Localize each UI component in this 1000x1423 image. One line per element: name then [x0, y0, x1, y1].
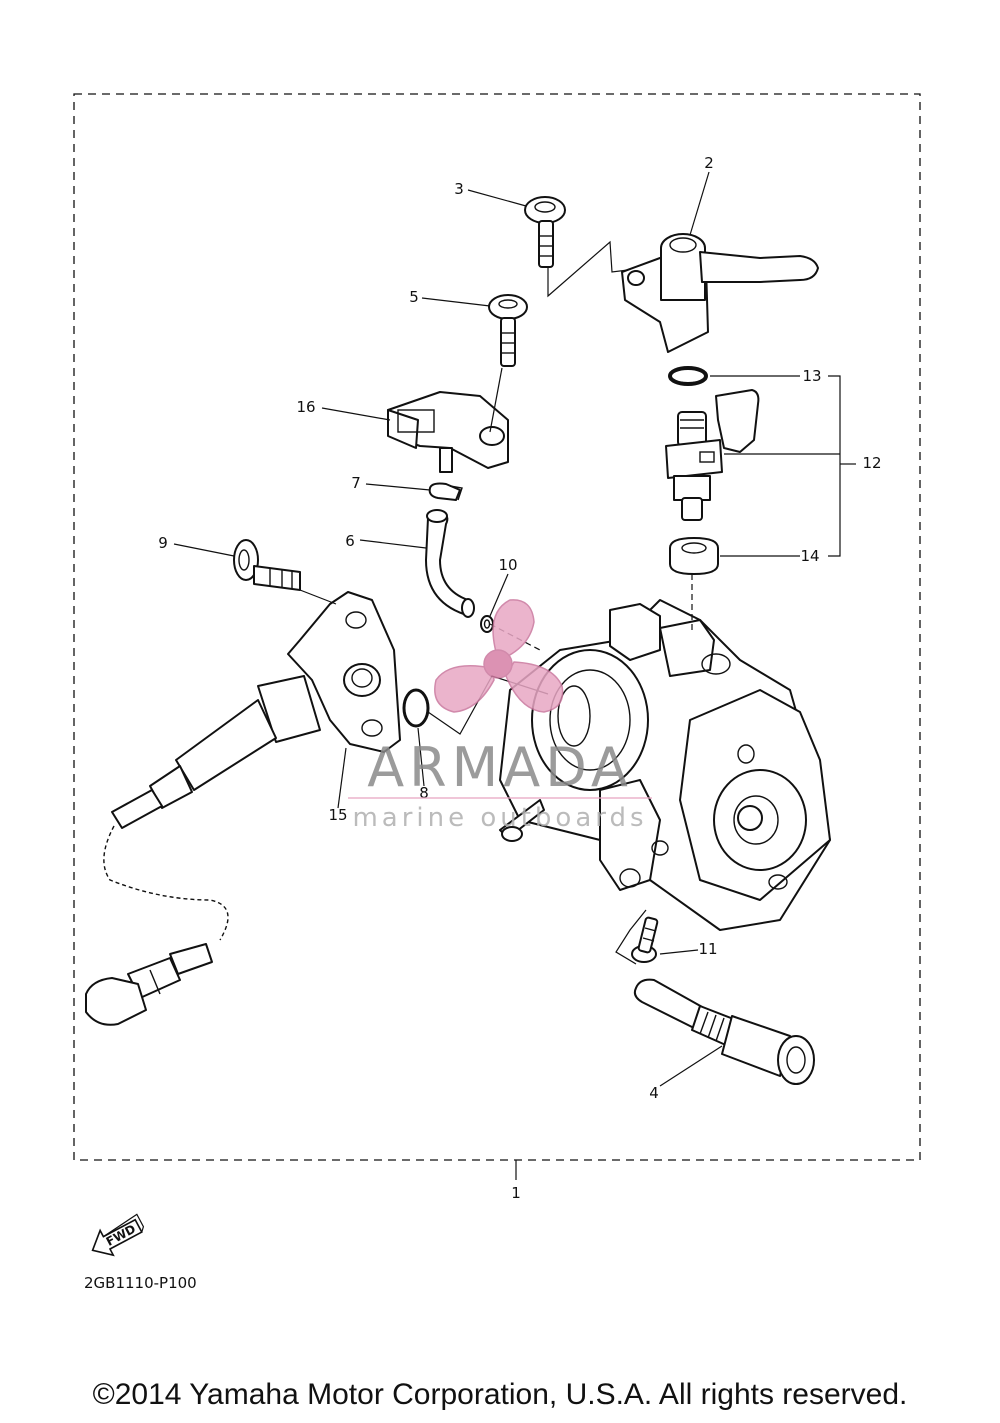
- diagram-code: 2GB1110-P100: [84, 1274, 197, 1292]
- part-11-screw: [631, 916, 659, 963]
- callout-11: 11: [698, 940, 717, 958]
- part-4-temp-sensor: [633, 978, 815, 1085]
- part-8-o-ring: [402, 688, 430, 728]
- callout-13: 13: [802, 367, 821, 385]
- fwd-label: FWD: [104, 1222, 138, 1249]
- callout-16: 16: [296, 398, 315, 416]
- part-7-clip: [428, 482, 463, 501]
- part-2-sensor-pipe: [621, 233, 819, 353]
- callout-15: 15: [328, 806, 347, 824]
- fwd-arrow-icon: FWD: [91, 1213, 145, 1257]
- propeller-logo-icon: [434, 599, 564, 713]
- part-13-o-ring: [668, 366, 708, 386]
- callout-3: 3: [454, 180, 464, 198]
- part-9-screw: [233, 539, 301, 591]
- callout-14: 14: [800, 547, 819, 565]
- copyright-notice: ©2014 Yamaha Motor Corporation, U.S.A. A…: [92, 1378, 908, 1411]
- part-14-seal: [669, 537, 719, 575]
- callout-7: 7: [351, 474, 361, 492]
- watermark-title: ARMADA: [367, 736, 633, 799]
- callout-1: 1: [511, 1184, 521, 1202]
- callout-9: 9: [158, 534, 168, 552]
- part-6-hose: [425, 509, 475, 618]
- assembly-boundary: [73, 93, 921, 1161]
- watermark: ARMADA marine outboards: [348, 599, 652, 833]
- part-5-bolt: [488, 294, 528, 367]
- callout-labels: 1 2 3 4 5 6 7 8 9 10 11 12 13 14 15 16: [158, 154, 881, 1202]
- watermark-subtitle: marine outboards: [352, 803, 647, 833]
- callout-5: 5: [409, 288, 419, 306]
- callout-4: 4: [649, 1084, 659, 1102]
- part-15-throttle-sensor: [85, 591, 401, 1026]
- callout-8: 8: [419, 784, 429, 802]
- callout-2: 2: [704, 154, 714, 172]
- part-3-bolt: [524, 196, 566, 268]
- part-16-pressure-sensor: [387, 391, 509, 473]
- callout-10: 10: [498, 556, 517, 574]
- callout-6: 6: [345, 532, 355, 550]
- part-12-injector: [665, 389, 760, 521]
- callout-12: 12: [862, 454, 881, 472]
- callout-leaders: [173, 171, 856, 1180]
